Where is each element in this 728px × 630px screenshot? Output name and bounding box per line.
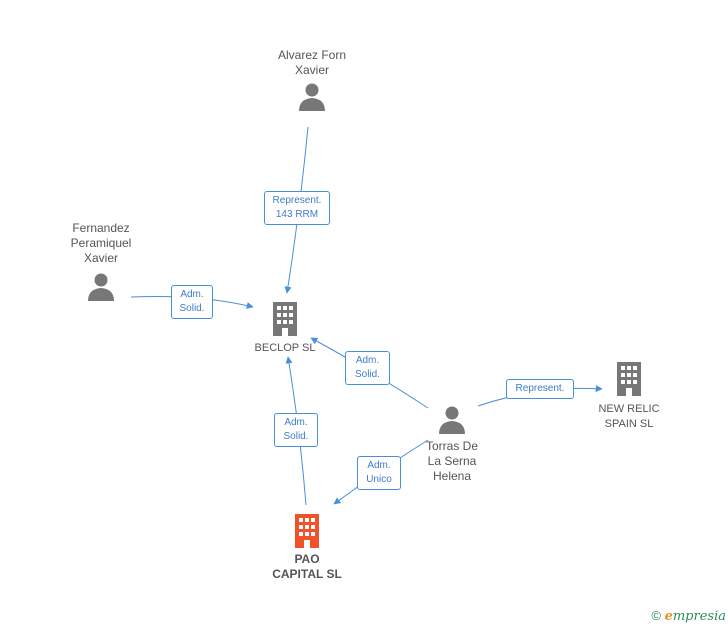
node-label: NEW RELIC SPAIN SL xyxy=(598,403,660,430)
edge-label-torras-pao[interactable]: Adm. Unico xyxy=(357,456,401,490)
building-icon xyxy=(273,302,297,336)
node-fernandez-peramiquel-xavier[interactable]: Fernandez Peramiquel Xavier xyxy=(54,221,148,302)
node-label: BECLOP SL xyxy=(254,342,316,354)
node-new-relic-spain-sl[interactable]: NEW RELIC SPAIN SL xyxy=(588,362,670,432)
brand-name: mpresia xyxy=(672,609,726,624)
edge-label-torras-newrelic[interactable]: Represent. xyxy=(506,379,574,399)
edge-label-alvarez-beclop[interactable]: Represent. 143 RRM xyxy=(264,191,330,225)
building-icon xyxy=(617,362,641,396)
edge-label-fernandez-beclop[interactable]: Adm. Solid. xyxy=(171,285,213,319)
edge-label-pao-beclop[interactable]: Adm. Solid. xyxy=(274,413,318,447)
node-pao-capital-sl[interactable]: PAO CAPITAL SL xyxy=(262,514,352,582)
node-torras-de-la-serna-helena[interactable]: Torras De La Serna Helena xyxy=(410,405,494,484)
brand-footer: © empresia xyxy=(651,608,726,624)
node-label: PAO CAPITAL SL xyxy=(272,552,342,581)
node-label: Alvarez Forn Xavier xyxy=(277,48,347,77)
brand-logo-e: e xyxy=(664,609,673,624)
node-beclop-sl[interactable]: BECLOP SL xyxy=(240,302,330,356)
building-icon xyxy=(295,514,319,548)
node-label: Fernandez Peramiquel Xavier xyxy=(70,221,132,265)
person-icon xyxy=(88,273,114,301)
node-label: Torras De La Serna Helena xyxy=(425,439,478,483)
person-icon xyxy=(299,83,325,111)
node-alvarez-forn-xavier[interactable]: Alvarez Forn Xavier xyxy=(264,48,360,112)
person-icon xyxy=(439,406,465,434)
edge-label-torras-beclop[interactable]: Adm. Solid. xyxy=(345,351,390,385)
copyright-symbol: © xyxy=(651,608,661,623)
